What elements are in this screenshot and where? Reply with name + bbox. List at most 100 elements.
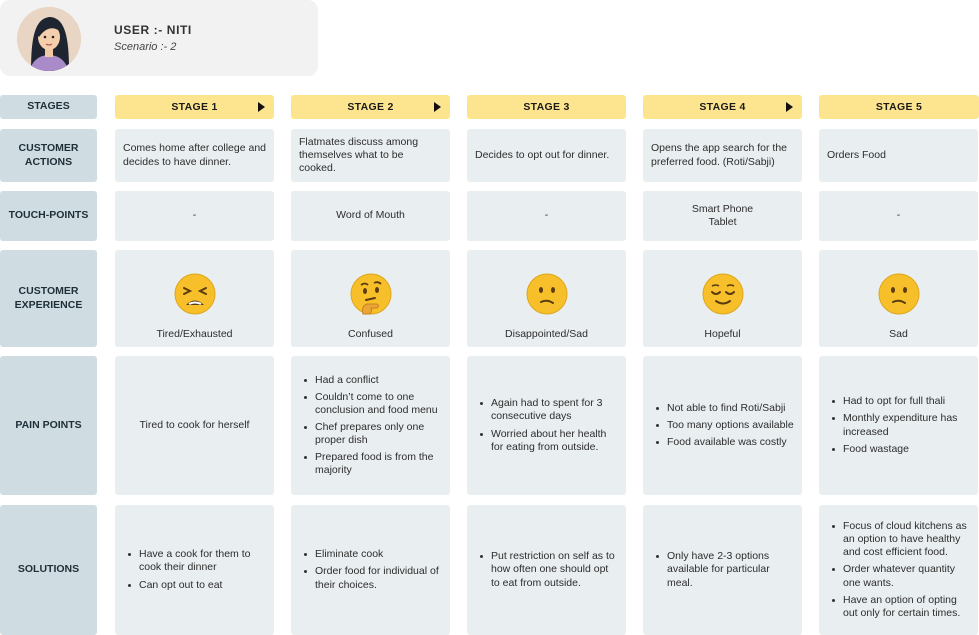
list-item: Couldn’t come to one conclusion and food… (299, 391, 442, 417)
customer-action-text: Decides to opt out for dinner. (475, 148, 610, 161)
touch-point-text: - (896, 209, 901, 222)
play-arrow-icon (786, 102, 793, 112)
solutions-list: Only have 2-3 options available for part… (651, 546, 794, 593)
list-item: Again had to spent for 3 consecutive day… (475, 397, 618, 423)
list-item: Only have 2-3 options available for part… (651, 550, 794, 589)
customer-action-cell: Comes home after college and decides to … (115, 129, 274, 182)
solutions-cell: Have a cook for them to cook their dinne… (115, 505, 274, 635)
stage-title: STAGE 2 (347, 101, 394, 113)
stage-header-5[interactable]: STAGE 5 (819, 95, 979, 119)
stage-header-2[interactable]: STAGE 2 (291, 95, 450, 119)
confused-face-icon (878, 273, 919, 315)
solutions-list: Focus of cloud kitchens as an option to … (827, 516, 970, 623)
touch-point-text: - (192, 209, 197, 222)
row-label-customer-actions: CUSTOMER ACTIONS (0, 129, 97, 182)
stage-title: STAGE 3 (523, 101, 570, 113)
customer-action-cell: Opens the app search for the preferred f… (643, 129, 802, 182)
customer-experience-cell: Tired/Exhausted (115, 250, 274, 347)
pain-point-text: Tired to cook for herself (139, 418, 250, 431)
customer-experience-cell: Confused (291, 250, 450, 347)
thinking-face-icon (350, 273, 391, 315)
list-item: Not able to find Roti/Sabji (651, 402, 794, 415)
list-item: Had to opt for full thali (827, 395, 970, 408)
customer-action-cell: Flatmates discuss among themselves what … (291, 129, 450, 182)
list-item: Food available was costly (651, 436, 794, 449)
list-item: Put restriction on self as to how often … (475, 550, 618, 589)
pain-points-cell: Again had to spent for 3 consecutive day… (467, 356, 626, 495)
customer-experience-cell: Hopeful (643, 250, 802, 347)
row-label-customer-experience: CUSTOMER EXPERIENCE (0, 250, 97, 347)
solutions-cell: Only have 2-3 options available for part… (643, 505, 802, 635)
list-item: Too many options available (651, 419, 794, 432)
customer-action-text: Flatmates discuss among themselves what … (299, 135, 419, 174)
stage-title: STAGE 4 (699, 101, 746, 113)
touch-point-text: Word of Mouth (336, 209, 405, 222)
play-arrow-icon (258, 102, 265, 112)
touch-point-cell: - (819, 191, 978, 241)
row-label-touch-points: TOUCH-POINTS (0, 191, 97, 241)
stage-header-3[interactable]: STAGE 3 (467, 95, 626, 119)
touch-point-text: - (544, 209, 549, 222)
touch-point-text: Smart Phone (691, 202, 754, 215)
touch-point-cell: - (115, 191, 274, 241)
avatar (17, 7, 81, 71)
list-item: Have a cook for them to cook their dinne… (123, 548, 266, 574)
touch-point-cell: - (467, 191, 626, 241)
tired-face-icon (174, 273, 215, 315)
list-item: Food wastage (827, 443, 970, 456)
list-item: Eliminate cook (299, 548, 442, 561)
row-label-solutions: SOLUTIONS (0, 505, 97, 635)
row-label-pain-points: PAIN POINTS (0, 356, 97, 495)
stage-header-4[interactable]: STAGE 4 (643, 95, 802, 119)
experience-label: Sad (889, 328, 908, 340)
list-item: Had a conflict (299, 374, 442, 387)
list-item: Monthly expenditure has increased (827, 412, 970, 438)
experience-label: Tired/Exhausted (156, 328, 233, 340)
customer-action-text: Comes home after college and decides to … (123, 142, 266, 168)
list-item: Focus of cloud kitchens as an option to … (827, 520, 970, 559)
customer-action-text: Orders Food (827, 148, 886, 161)
solutions-cell: Focus of cloud kitchens as an option to … (819, 505, 978, 635)
customer-action-cell: Decides to opt out for dinner. (467, 129, 626, 182)
customer-action-text: Opens the app search for the preferred f… (651, 142, 788, 168)
user-card: USER :- NITI Scenario :- 2 (0, 0, 318, 76)
list-item: Order whatever quantity one wants. (827, 563, 970, 589)
touch-point-cell: Word of Mouth (291, 191, 450, 241)
experience-label: Hopeful (704, 328, 741, 340)
list-item: Worried about her health for eating from… (475, 428, 618, 454)
row-label-stages: STAGES (0, 95, 97, 119)
customer-action-cell: Orders Food (819, 129, 978, 182)
pain-points-list: Again had to spent for 3 consecutive day… (475, 393, 618, 457)
list-item: Prepared food is from the majority (299, 451, 442, 477)
pain-points-cell: Tired to cook for herself (115, 356, 274, 495)
play-arrow-icon (434, 102, 441, 112)
stage-header-1[interactable]: STAGE 1 (115, 95, 274, 119)
confused-face-icon (526, 273, 567, 315)
list-item: Order food for individual of their choic… (299, 565, 442, 591)
stage-title: STAGE 5 (875, 101, 923, 113)
stage-title: STAGE 1 (171, 101, 218, 113)
customer-experience-cell: Disappointed/Sad (467, 250, 626, 347)
user-name: USER :- NITI (114, 23, 192, 37)
solutions-list: Put restriction on self as to how often … (475, 546, 618, 593)
solutions-list: Have a cook for them to cook their dinne… (123, 544, 266, 595)
list-item: Can opt out to eat (123, 579, 266, 592)
list-item: Have an option of opting out only for ce… (827, 594, 970, 620)
experience-label: Disappointed/Sad (505, 328, 588, 340)
list-item: Chef prepares only one proper dish (299, 421, 442, 447)
user-scenario: Scenario :- 2 (114, 41, 177, 53)
relieved-face-icon (702, 273, 743, 315)
experience-label: Confused (348, 328, 393, 340)
customer-experience-cell: Sad (819, 250, 978, 347)
touch-point-text: Tablet (708, 216, 737, 228)
solutions-cell: Put restriction on self as to how often … (467, 505, 626, 635)
